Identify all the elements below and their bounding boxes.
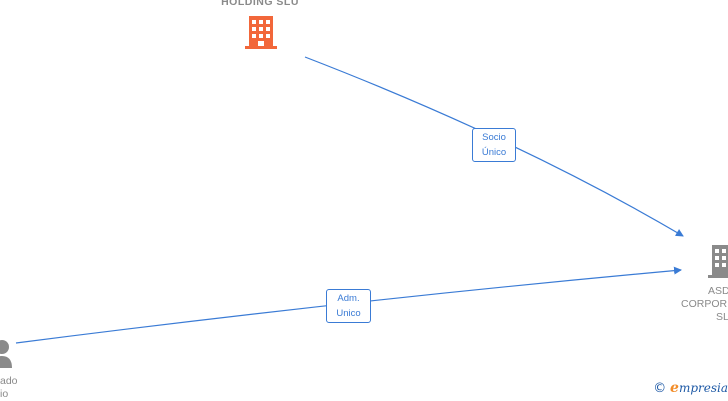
copyright-symbol: © [653,381,667,396]
edge-label-line-2: Único [481,147,507,158]
node-label-holding: HOLDING SLU [205,0,315,9]
corporate-name-line-1: ASD [708,285,728,297]
logo-e: e [670,380,679,396]
building-icon[interactable] [245,16,277,49]
holding-name: HOLDING SLU [221,0,299,8]
node-label-person: ado io [0,375,20,401]
edge-label-socio-unico[interactable]: Socio Único [472,128,516,162]
edge-label-line-1: Socio [482,132,506,143]
corporate-name-line-2: CORPOR [681,298,728,310]
empresia-logo: © empresia [653,380,728,396]
person-icon[interactable] [0,340,12,368]
person-name-line-1: ado [0,375,18,387]
edge-label-line-2: Unico [336,308,361,319]
corporate-name-line-3: SL [716,311,728,323]
node-label-corporate: ASD CORPOR SL [676,285,728,324]
edge-label-line-1: Adm. [337,293,360,304]
edge-label-adm-unico[interactable]: Adm. Unico [326,289,371,323]
person-name-line-2: io [0,388,9,400]
building-icon[interactable] [708,245,728,278]
logo-text: mpresia [678,381,728,395]
